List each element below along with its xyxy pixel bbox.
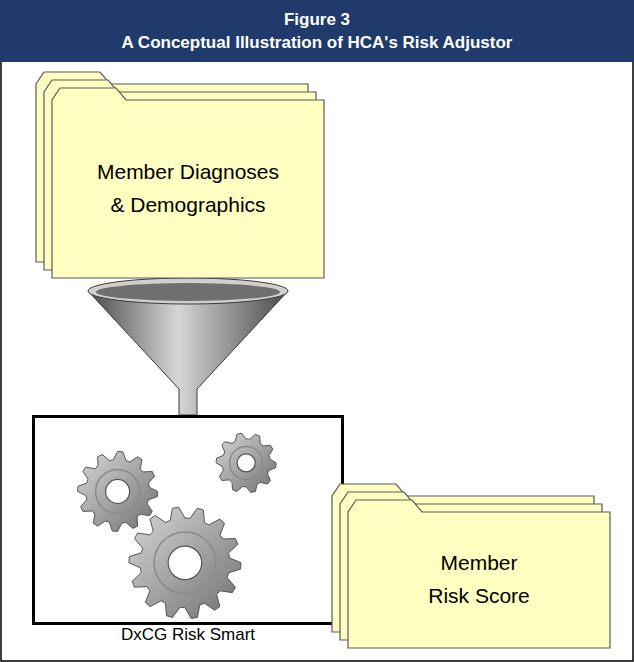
connector-group <box>88 278 288 415</box>
figure-subtitle: A Conceptual Illustration of HCA's Risk … <box>0 30 634 53</box>
title-bar: Figure 3A Conceptual Illustration of HCA… <box>0 0 634 62</box>
folder-label-area: Member Risk Score <box>348 512 610 648</box>
folder-stack: Member Risk Score <box>332 484 610 648</box>
folder-sheet <box>52 88 324 278</box>
gear-hole <box>237 454 255 472</box>
folder-label-area: Member Diagnoses & Demographics <box>52 100 324 278</box>
gear <box>129 507 241 618</box>
gear-hole <box>168 546 202 580</box>
gear <box>216 433 276 492</box>
gear-ring <box>230 446 263 479</box>
funnel-opening <box>96 283 280 301</box>
funnel-connector <box>88 291 288 415</box>
engine-box: DxCG Risk Smart <box>32 415 344 625</box>
folder-label: Member Risk Score <box>423 547 535 612</box>
gears-illustration <box>35 418 341 622</box>
folder-sheet <box>348 500 610 648</box>
funnel-rim <box>88 278 288 304</box>
gear <box>78 451 158 531</box>
gear-hole <box>106 479 130 503</box>
folder-label: Member Diagnoses & Demographics <box>91 156 286 221</box>
gear-ring <box>154 532 216 594</box>
engine-name: DxCG Risk Smart <box>0 625 381 645</box>
gear-ring <box>96 469 140 513</box>
folder-stack: Member Diagnoses & Demographics <box>36 72 324 278</box>
figure-title: Figure 3 <box>0 0 634 30</box>
